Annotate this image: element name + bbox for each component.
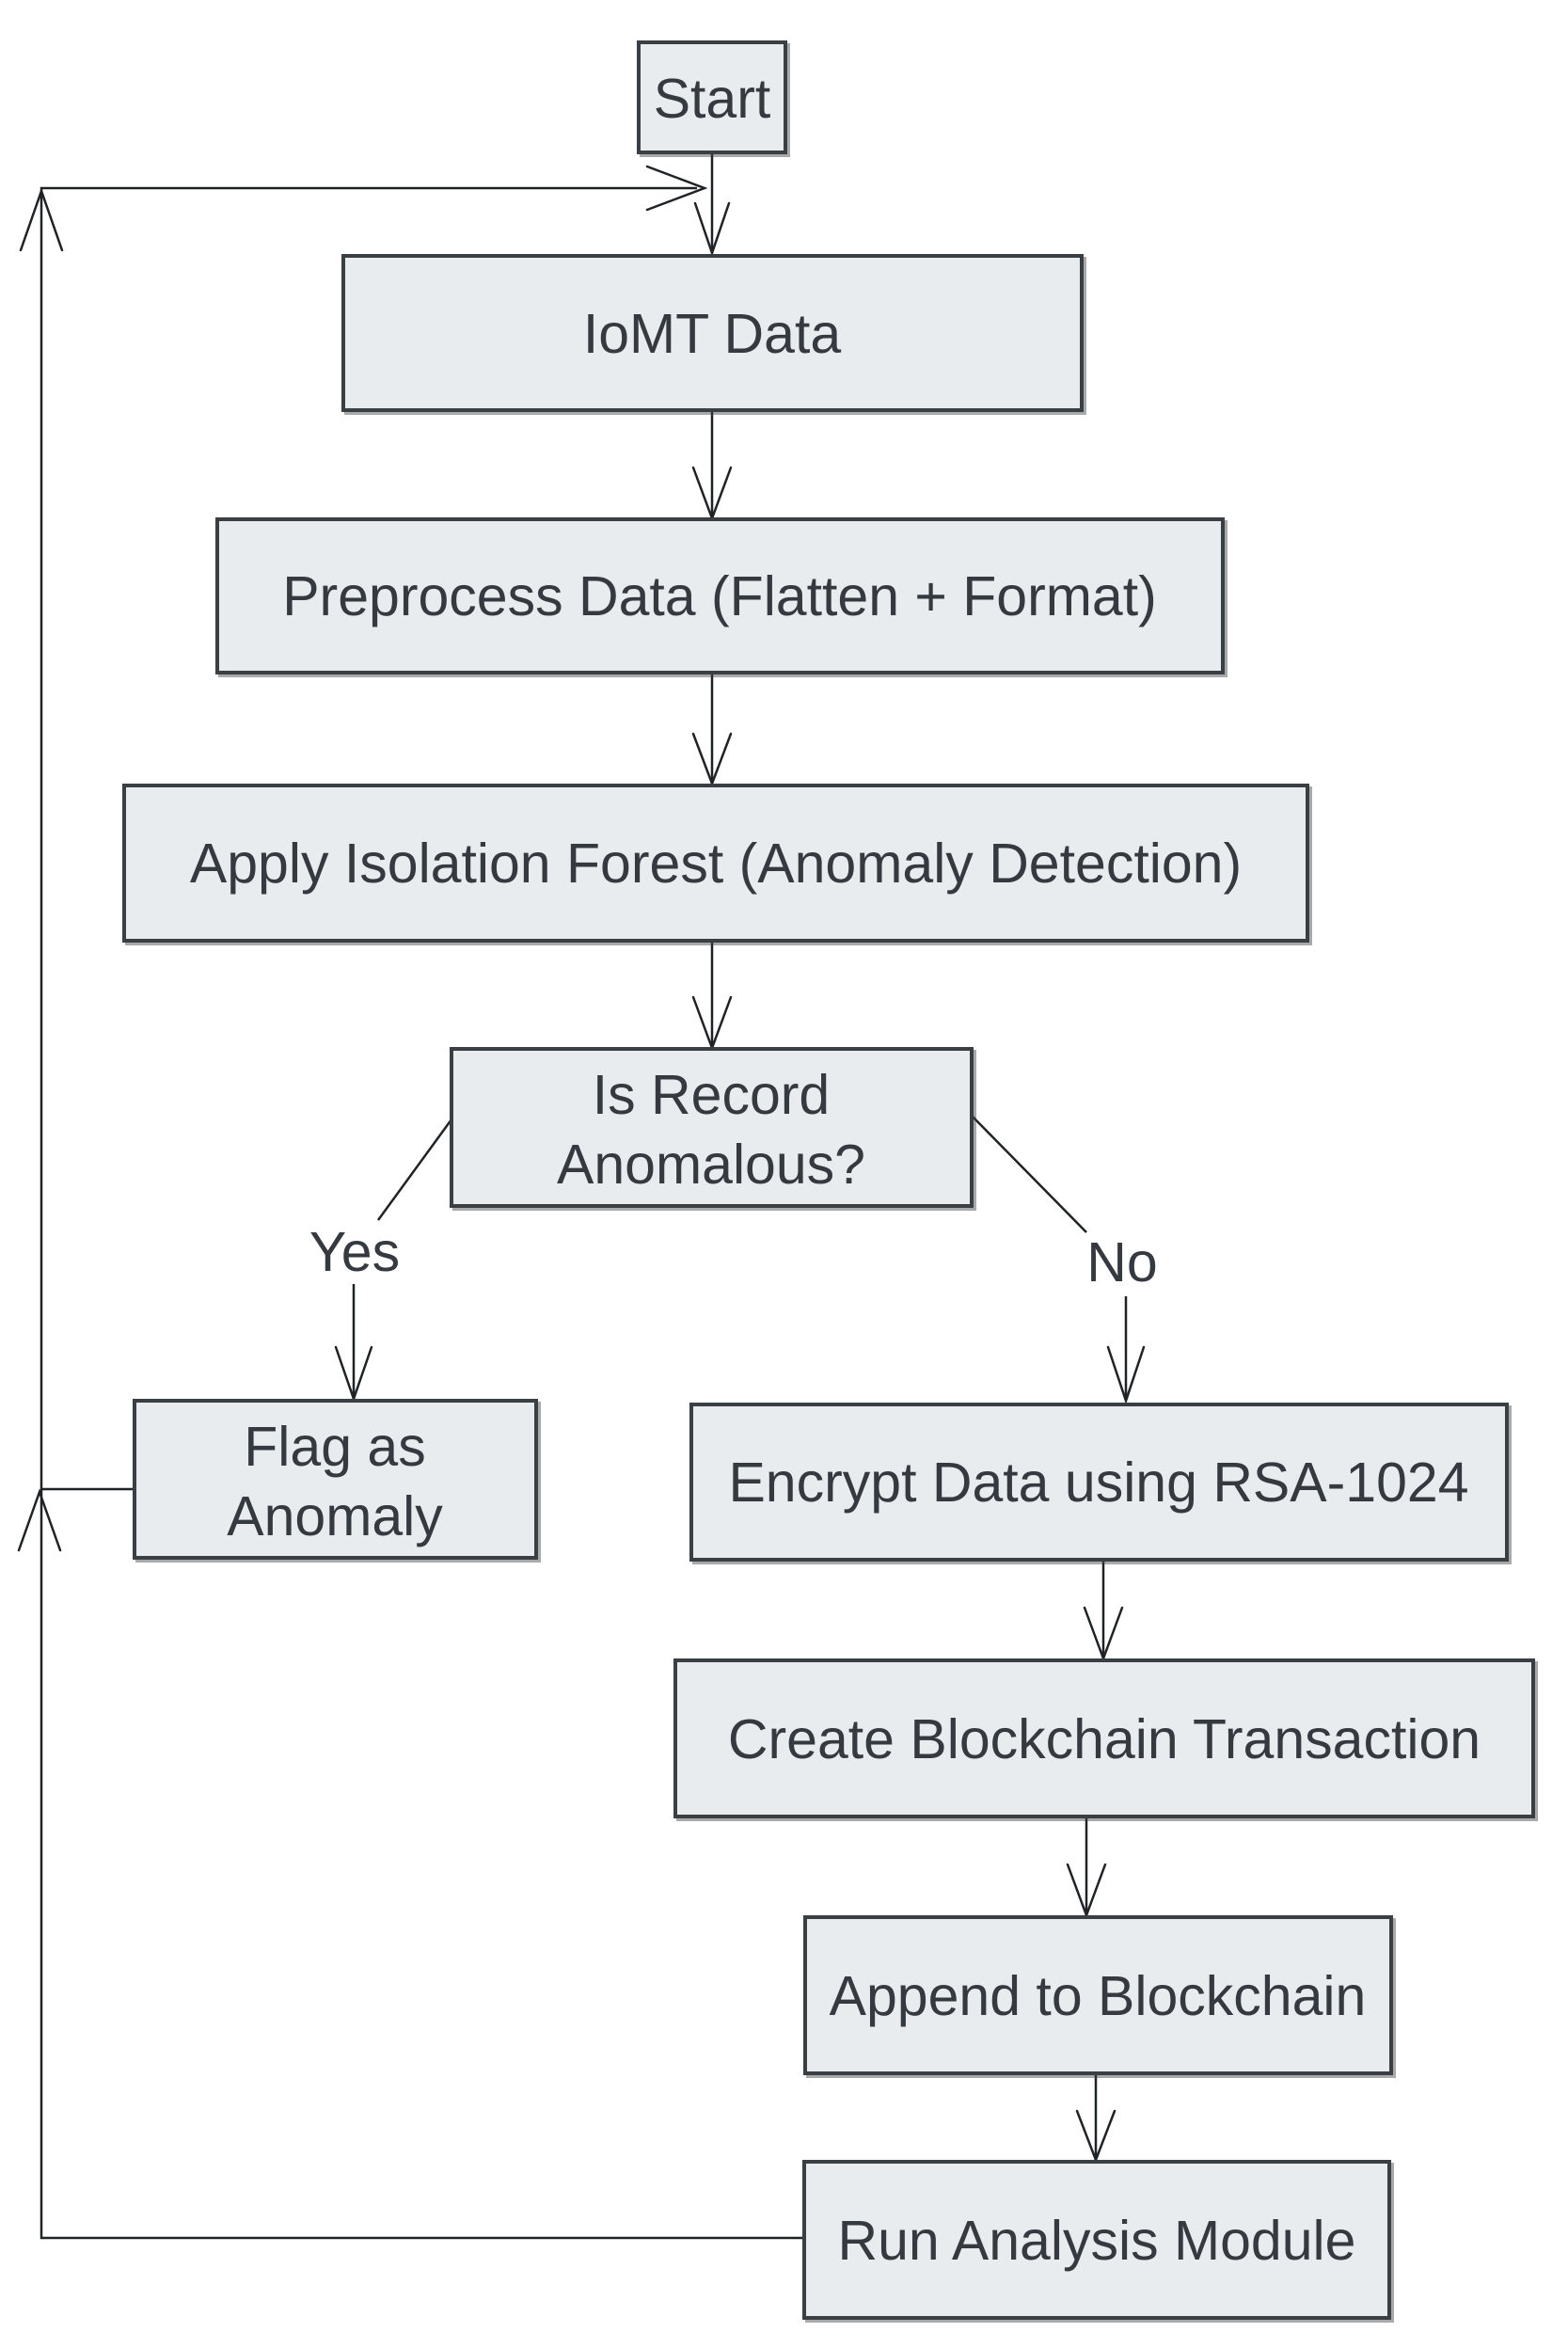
node-create-transaction: Create Blockchain Transaction <box>673 1658 1535 1818</box>
node-flag-anomaly-box <box>133 1399 538 1560</box>
node-flag-anomaly: Flag as Anomaly <box>133 1399 538 1560</box>
no-branch-label: No <box>1086 1231 1157 1293</box>
node-append-blockchain-box <box>803 1915 1393 2075</box>
no-branch-diagonal <box>971 1115 1087 1233</box>
node-create-transaction-label: Create Blockchain Transaction <box>728 1708 1481 1770</box>
node-run-analysis-label: Run Analysis Module <box>838 2210 1356 2272</box>
node-encrypt-box <box>689 1403 1509 1562</box>
node-append-blockchain: Append to Blockchain <box>803 1915 1393 2075</box>
yes-branch-label: Yes <box>309 1221 400 1283</box>
node-start: Start <box>637 40 787 154</box>
yes-branch-diagonal <box>376 1118 453 1221</box>
node-isolation-forest-box <box>122 784 1309 943</box>
feedback-loop-line <box>40 186 804 2240</box>
no-branch-arrowhead-icon <box>1106 1345 1146 1404</box>
flag-junction-up-arrowhead-icon <box>17 1488 62 1552</box>
node-flag-anomaly-label-line2: Anomaly <box>227 1485 443 1547</box>
node-preprocess-label: Preprocess Data (Flatten + Format) <box>282 565 1157 627</box>
node-isolation-forest: Apply Isolation Forest (Anomaly Detectio… <box>122 784 1309 943</box>
node-isolation-forest-label: Apply Isolation Forest (Anomaly Detectio… <box>190 833 1242 895</box>
node-iomt-data: IoMT Data <box>341 254 1084 412</box>
node-preprocess: Preprocess Data (Flatten + Format) <box>215 517 1225 674</box>
node-decision-anomalous-label-line2: Anomalous? <box>557 1134 865 1196</box>
feedback-loop-right-arrowhead-icon <box>645 165 708 212</box>
node-start-label: Start <box>654 68 771 130</box>
node-iomt-data-label: IoMT Data <box>583 303 842 365</box>
node-run-analysis-box <box>802 2160 1391 2320</box>
node-encrypt-label: Encrypt Data using RSA-1024 <box>728 1452 1468 1514</box>
node-start-box <box>637 40 787 154</box>
feedback-loop-up-arrowhead-icon <box>19 187 64 252</box>
node-decision-anomalous-label-line1: Is Record <box>593 1064 830 1126</box>
node-run-analysis: Run Analysis Module <box>802 2160 1391 2320</box>
arrow-start-to-iomt-head-icon <box>693 201 731 257</box>
node-create-transaction-box <box>673 1658 1535 1818</box>
node-encrypt: Encrypt Data using RSA-1024 <box>689 1403 1509 1562</box>
node-decision-anomalous-box <box>450 1047 974 1208</box>
node-decision-anomalous: Is Record Anomalous? <box>450 1047 974 1208</box>
node-flag-anomaly-label-line1: Flag as <box>244 1416 425 1478</box>
node-iomt-data-box <box>341 254 1084 412</box>
node-append-blockchain-label: Append to Blockchain <box>830 1965 1367 2027</box>
node-preprocess-box <box>215 517 1225 674</box>
